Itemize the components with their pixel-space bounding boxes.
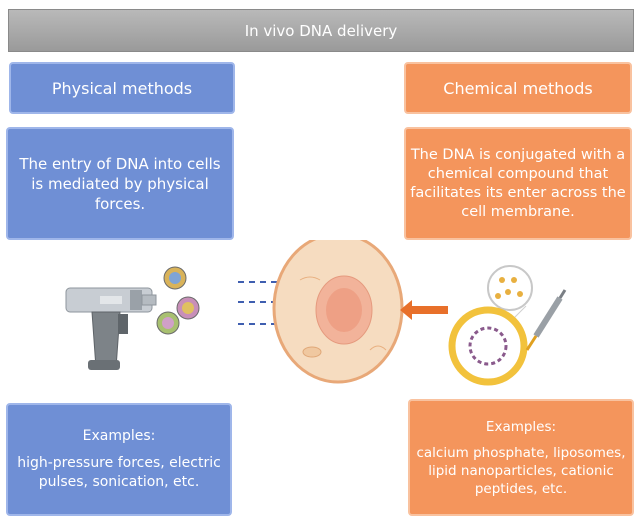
title-bar: In vivo DNA delivery [8, 9, 634, 52]
physical-examples-box: Examples: high-pressure forces, electric… [6, 403, 232, 516]
diagram-title: In vivo DNA delivery [244, 21, 398, 40]
chemical-heading-text: Chemical methods [443, 78, 593, 98]
physical-methods-heading: Physical methods [9, 62, 235, 114]
gene-gun-icon [65, 287, 157, 370]
chemical-methods-heading: Chemical methods [404, 62, 632, 114]
physical-description-box: The entry of DNA into cells is mediated … [6, 127, 234, 240]
chemical-examples-title: Examples: [485, 418, 557, 435]
physical-examples-title: Examples: [82, 428, 156, 444]
physical-examples-text: high-pressure forces, electric pulses, s… [17, 455, 221, 490]
syringe-icon [525, 289, 567, 351]
magnifier-icon [487, 265, 533, 333]
liposome-icon [448, 306, 528, 386]
dna-particle-icon [156, 266, 200, 335]
cell-icon [272, 240, 404, 384]
chemical-description-box: The DNA is conjugated with a chemical co… [404, 127, 632, 240]
chemical-examples-text: calcium phosphate, liposomes, lipid nano… [416, 444, 626, 497]
chemical-examples-box: Examples: calcium phosphate, liposomes, … [408, 399, 634, 516]
physical-heading-text: Physical methods [51, 78, 193, 98]
chemical-arrow [400, 300, 448, 320]
chemical-description-text: The DNA is conjugated with a chemical co… [410, 146, 626, 220]
physical-description-text: The entry of DNA into cells is mediated … [19, 154, 221, 213]
delivery-illustration [65, 240, 567, 386]
